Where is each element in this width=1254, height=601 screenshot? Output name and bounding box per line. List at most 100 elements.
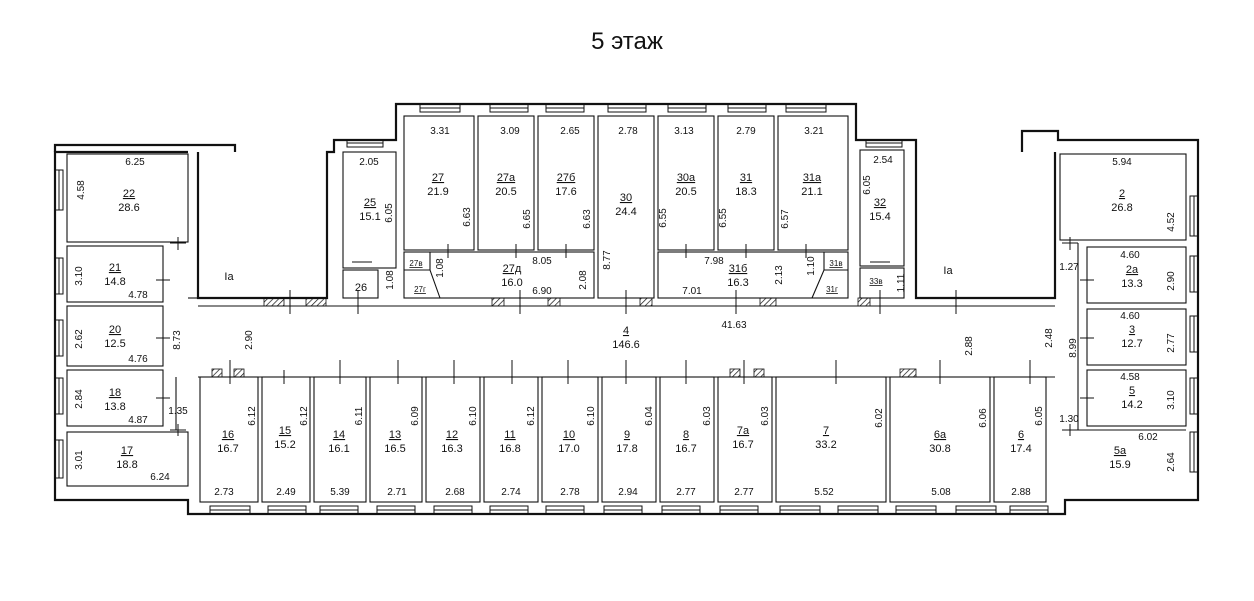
room-31-label: 31 [740,172,752,184]
dim-label: 6.55 [658,208,669,228]
dim-label: 6.24 [150,472,170,483]
dim-label: 6.10 [468,406,479,426]
room-6-area: 17.4 [1010,443,1031,455]
outer-walls [53,102,1200,516]
room-8-label: 8 [683,429,689,441]
room-18-label: 18 [109,387,121,399]
windows [54,103,1199,515]
dim-label: 8.77 [602,250,613,270]
dim-label: 2.78 [618,126,638,137]
dim-label: 4.76 [128,354,148,365]
room-33v-label: 33в [869,277,882,286]
room-9-area: 17.8 [616,443,637,455]
dim-label: 2.05 [359,157,379,168]
dim-label: 2.74 [501,487,521,498]
room-22-area: 28.6 [118,202,139,214]
room-11-area: 16.8 [499,443,520,455]
room-16-area: 16.7 [217,443,238,455]
dim-label: 2.77 [734,487,754,498]
room-15-area: 15.2 [274,439,295,451]
dim-label: 6.02 [874,408,885,428]
dim-label: 6.04 [644,406,655,426]
dim-label: 3.21 [804,126,824,137]
dim-label: 6.05 [384,203,395,223]
dim-label: 2.71 [387,487,407,498]
room-4-area: 146.6 [612,339,640,351]
dim-label: 6.11 [354,406,365,425]
dim-label: 4.58 [76,180,87,200]
room-27-label: 27 [432,172,444,184]
dim-label: 6.09 [410,406,421,426]
dim-label: 3.10 [1166,390,1177,410]
room-31a-area: 21.1 [801,186,822,198]
room-4-label: 4 [623,325,629,337]
room-9-label: 9 [624,429,630,441]
dim-label: 2.68 [445,487,465,498]
dim-label: 2.77 [676,487,696,498]
dim-label: 2.62 [74,329,85,349]
dim-label: 6.10 [586,406,597,426]
dim-label: 8.99 [1068,338,1079,358]
room-16-label: 16 [222,429,234,441]
room-6-label: 6 [1018,429,1024,441]
room-31g-label: 31г [826,285,838,294]
room-31b-area: 16.3 [727,277,748,289]
dim-label: 8.73 [172,330,183,350]
dim-label: 2.08 [578,270,589,290]
dimension-labels-vertical: 4.58 3.10 2.62 2.84 3.01 8.73 2.90 6.05 … [74,175,1177,472]
room-12-area: 16.3 [441,443,462,455]
dim-label: 2.88 [1011,487,1031,498]
dim-label: 1.11 [896,273,907,292]
hatched-columns [211,297,917,378]
room-31-area: 18.3 [735,186,756,198]
room-13-area: 16.5 [384,443,405,455]
dim-label: 4.60 [1120,311,1140,322]
dim-label: 2.88 [964,336,975,356]
dim-label: 1.35 [168,406,188,417]
room-25-area: 15.1 [359,211,380,223]
room-14-area: 16.1 [328,443,349,455]
dim-label: 6.55 [718,208,729,228]
room-11-label: 11 [504,429,515,441]
dim-label: 3.01 [74,450,85,470]
room-5a-label: 5а [1114,445,1127,457]
room-7a-area: 16.7 [732,439,753,451]
corridor-label-right: Iа [943,265,953,277]
room-6a-area: 30.8 [929,443,950,455]
dim-label: 4.52 [1166,212,1177,232]
dim-label: 1.08 [385,270,396,290]
dim-label: 7.01 [682,286,702,297]
dim-label: 6.65 [522,209,533,229]
dimension-labels: 6.25 4.78 4.76 4.87 1.35 6.24 2.05 3.31 … [125,126,1158,498]
dim-label: 3.10 [74,266,85,286]
dim-label: 5.94 [1112,157,1132,168]
room-18-area: 13.8 [104,401,125,413]
dim-label: 5.39 [330,487,350,498]
room-31b-label: 31б [729,263,748,275]
room-6a-label: 6а [934,429,947,441]
dim-label: 6.02 [1138,432,1158,443]
dim-label: 1.27 [1059,262,1079,273]
room-27g-label: 27г [414,285,426,294]
room-7-area: 33.2 [815,439,836,451]
dim-label: 3.31 [430,126,450,137]
dim-label: 6.63 [582,209,593,229]
room-32-label: 32 [874,197,886,209]
room-30-area: 24.4 [615,206,636,218]
room-22-label: 22 [123,188,135,200]
room-8-area: 16.7 [675,443,696,455]
dim-label: 4.87 [128,415,148,426]
room-31v-label: 31в [829,259,842,268]
room-12-label: 12 [446,429,458,441]
room-7-label: 7 [823,425,829,437]
dim-label: 6.12 [526,406,537,426]
dim-label: 7.98 [704,256,724,267]
room-21-area: 14.8 [104,276,125,288]
room-13-label: 13 [389,429,401,441]
room-27-area: 21.9 [427,186,448,198]
dim-label: 2.84 [74,389,85,409]
room-30a-label: 30а [677,172,696,184]
dim-label: 5.52 [814,487,834,498]
room-32-area: 15.4 [869,211,890,223]
dim-label: 5.08 [931,487,951,498]
